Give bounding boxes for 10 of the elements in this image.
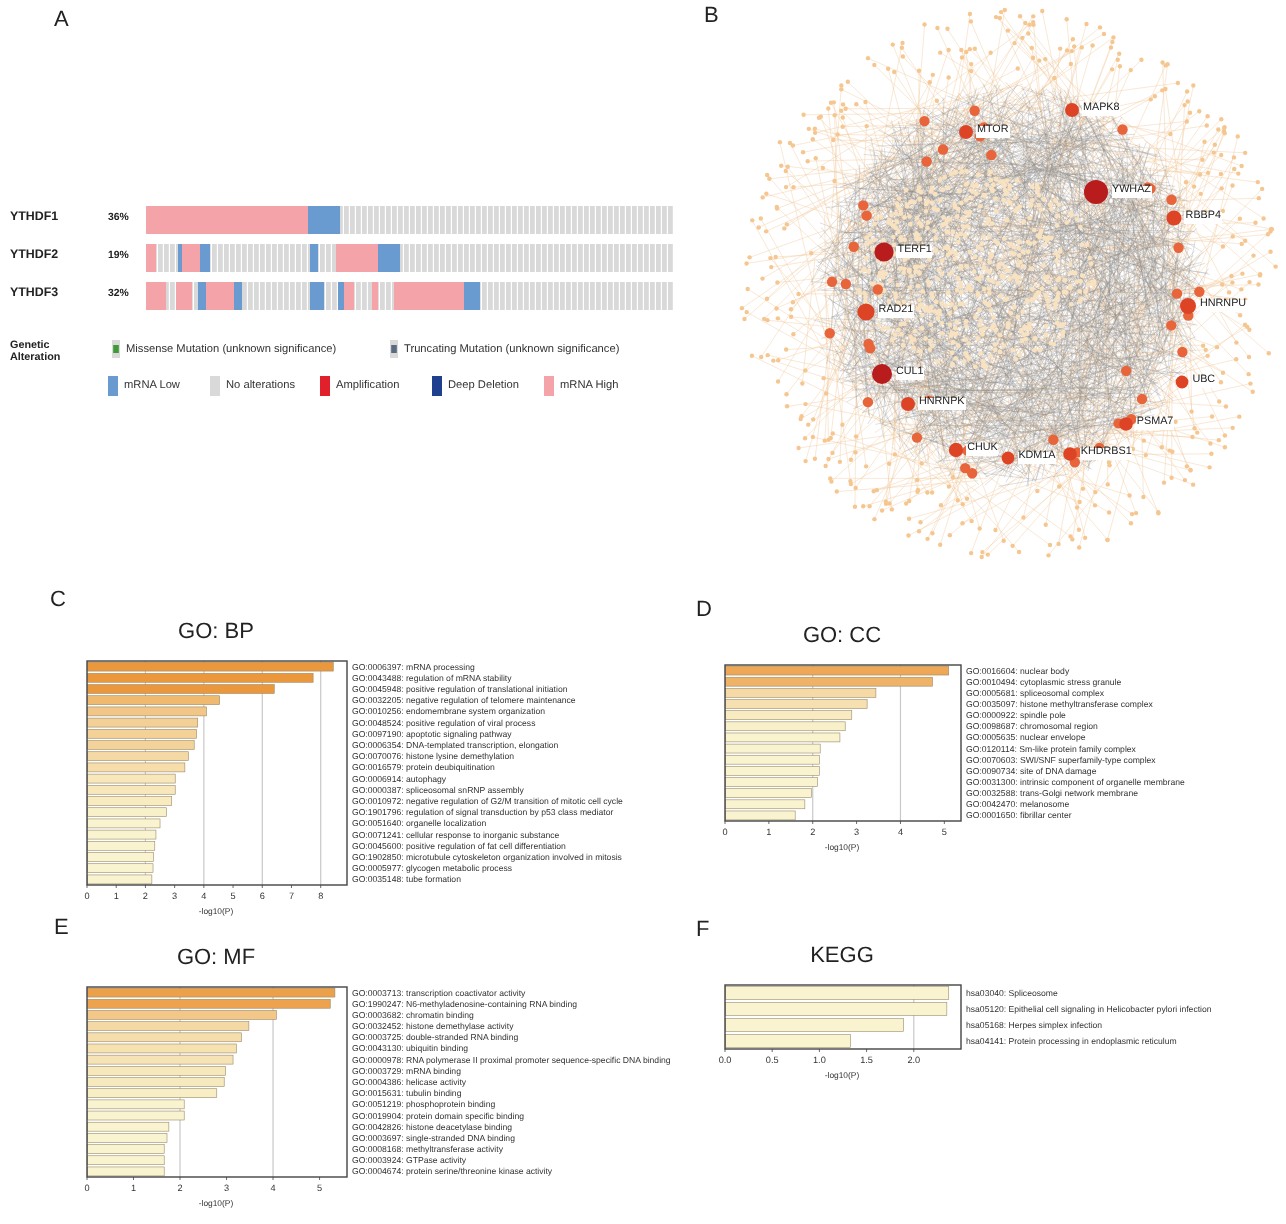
chart-title: GO: MF xyxy=(174,946,258,970)
panel-letter: D xyxy=(696,598,712,623)
chart-title: GO: CC xyxy=(800,624,884,648)
panel-letter: B xyxy=(704,4,719,29)
panel-letter: A xyxy=(54,8,69,33)
panel-letter: F xyxy=(696,918,710,943)
chart-title: GO: BP xyxy=(176,620,256,644)
panel-letter: C xyxy=(50,588,66,613)
panel-letter: E xyxy=(54,916,69,941)
chart-title: KEGG xyxy=(808,944,876,968)
